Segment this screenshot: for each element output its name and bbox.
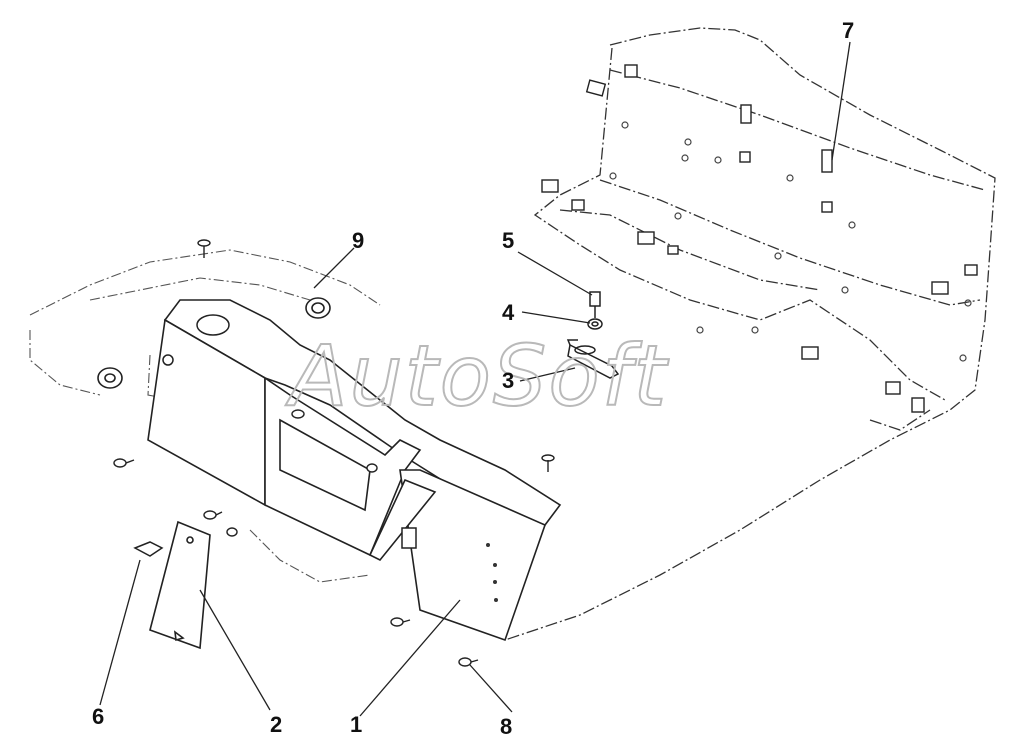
leader-4: [521, 311, 591, 324]
screws-part-8: [113, 239, 555, 667]
leader-6: [99, 559, 141, 706]
callout-6: 6: [92, 704, 104, 729]
callout-5: 5: [502, 228, 514, 253]
bracket-part-3: [566, 339, 620, 379]
callout-4: 4: [502, 300, 515, 325]
callout-1: 1: [350, 712, 362, 737]
clip-part-6: [133, 541, 164, 557]
callout-9: 9: [352, 228, 364, 253]
leader-3: [519, 367, 576, 382]
clip-nuts: [541, 64, 978, 413]
callout-2: 2: [270, 712, 282, 737]
floor-panel-holes: [609, 121, 972, 362]
console-holes: [486, 543, 498, 602]
leader-1: [359, 599, 461, 717]
floor-panel: [504, 27, 996, 641]
bolt-part-5: [589, 291, 601, 318]
leader-2: [199, 589, 271, 711]
callout-7: 7: [842, 18, 854, 43]
cover-plate-part-2: [149, 520, 211, 650]
callout-8: 8: [500, 714, 512, 739]
callout-labels: 1 2 3 4 5 6 7 8 9: [92, 18, 854, 739]
leader-lines: [99, 41, 851, 717]
leader-7: [831, 41, 851, 161]
watermark: AutoSoft: [285, 327, 669, 425]
leader-9: [313, 247, 355, 289]
callout-3: 3: [502, 368, 514, 393]
console-body-part-1: [147, 299, 562, 642]
console-openings: [162, 314, 417, 549]
leader-8: [469, 664, 513, 713]
console-background-outline: [29, 249, 381, 583]
leader-5: [517, 251, 593, 296]
washer-part-4: [587, 318, 603, 330]
grommet-part-9: [97, 297, 331, 389]
